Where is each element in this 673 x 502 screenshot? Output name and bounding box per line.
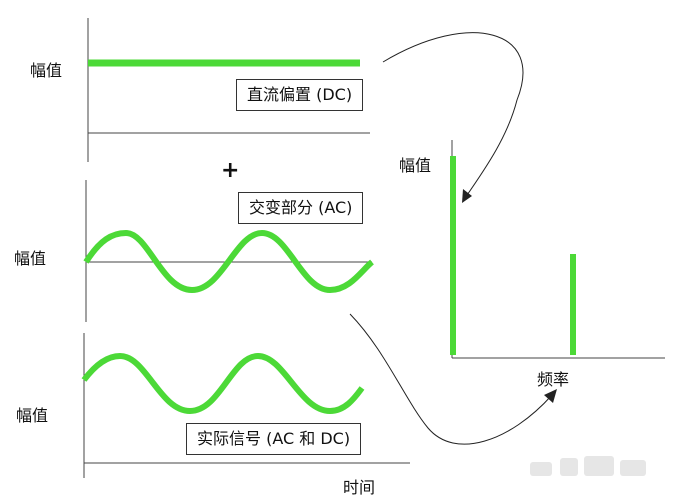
spectrum-amplitude-label: 幅值	[399, 156, 432, 175]
dc-amplitude-label: 幅值	[30, 61, 63, 80]
frequency-axis-label: 频率	[537, 370, 570, 389]
combined-sine-wave	[81, 352, 365, 415]
time-axis-label: 时间	[343, 478, 376, 497]
dc-to-spectrum-arrow	[382, 32, 524, 199]
ac-component-box: 交变部分 (AC)	[238, 192, 364, 224]
ac-sine-wave	[83, 229, 374, 294]
combined-amplitude-label: 幅值	[16, 406, 49, 425]
plus-sign: +	[221, 158, 240, 183]
ac-to-spectrum-arrowhead	[544, 389, 557, 403]
dc-offset-box: 直流偏置 (DC)	[236, 79, 364, 111]
ac-to-spectrum-arrow	[349, 313, 553, 445]
actual-signal-box: 实际信号 (AC 和 DC)	[186, 423, 362, 455]
dc-to-spectrum-arrowhead	[462, 189, 472, 203]
ac-amplitude-label: 幅值	[14, 249, 47, 268]
